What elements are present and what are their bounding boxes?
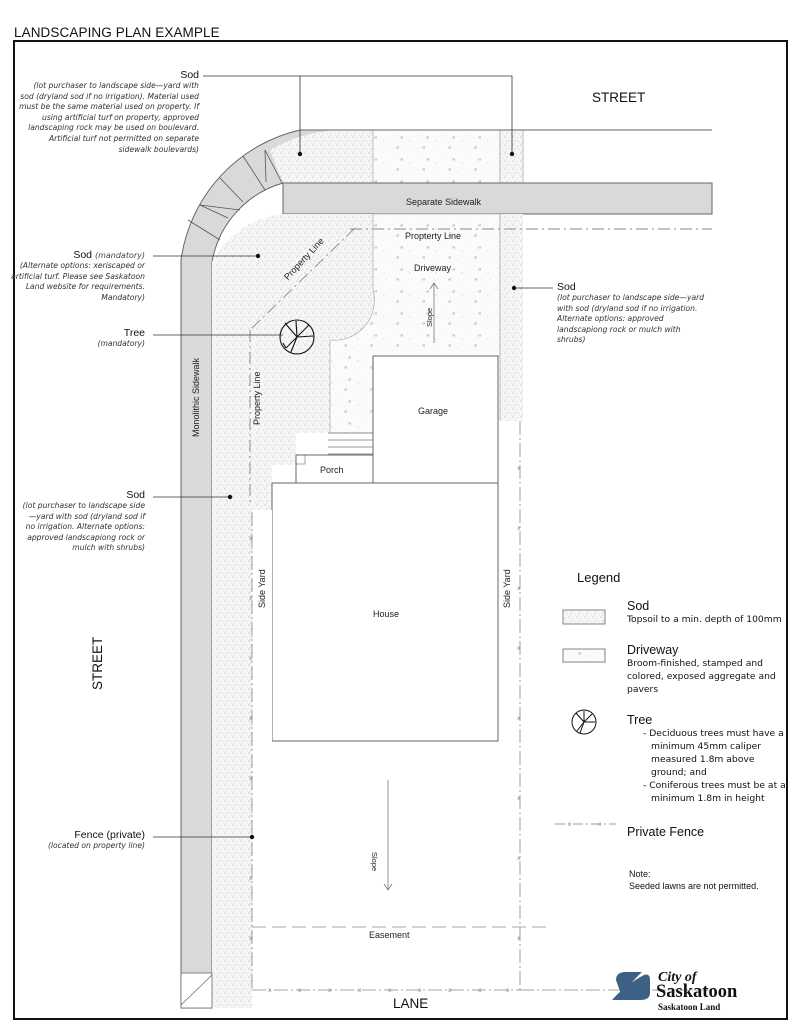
driveway-label: Driveway [414, 263, 452, 273]
legend-tree-icon [571, 709, 597, 735]
drawing-frame [13, 40, 788, 1020]
city-of-saskatoon-logo: City of Saskatoon Saskatoon Land [608, 968, 758, 1013]
legend-bullet: - Deciduous trees must have a minimum 45… [643, 728, 784, 778]
svg-text:x: x [249, 715, 253, 722]
svg-text:x: x [568, 821, 572, 828]
svg-text:x: x [517, 855, 521, 862]
svg-text:x: x [249, 595, 253, 602]
callout-note: (lot purchaser to landscape side—yard wi… [557, 293, 705, 345]
svg-text:x: x [298, 987, 302, 994]
logo-saskatoon: Saskatoon [656, 982, 738, 1002]
monolithic-sidewalk-label: Monolithic Sidewalk [191, 357, 201, 437]
page-title: LANDSCAPING PLAN EXAMPLE [14, 25, 220, 40]
svg-text:x: x [517, 585, 521, 592]
legend-label: Sod [627, 599, 650, 613]
svg-text:x: x [517, 795, 521, 802]
callout-title: Sod [73, 249, 93, 261]
svg-text:x: x [249, 535, 253, 542]
garage [372, 355, 499, 484]
svg-text:x: x [517, 715, 521, 722]
logo-saskatoon-land: Saskatoon Land [658, 1002, 721, 1012]
separate-sidewalk-label: Separate Sidewalk [406, 197, 482, 207]
callout-title: Fence (private) [74, 829, 145, 841]
legend: Legend Sod Topsoil to a min. depth of 10… [555, 570, 790, 847]
city-logo-mark [612, 972, 650, 1000]
svg-text:x: x [517, 935, 521, 942]
tree-symbol [279, 319, 315, 355]
callout-sod-side-right: Sod (lot purchaser to landscape side—yar… [557, 281, 707, 346]
callout-note: (lot purchaser to landscape side—yard wi… [22, 501, 145, 553]
porch [295, 454, 374, 484]
svg-text:x: x [517, 525, 521, 532]
porch-label: Porch [320, 465, 344, 475]
svg-text:x: x [328, 987, 332, 994]
callout-sod-boulevard: Sod (lot purchaser to landscape side—yar… [19, 69, 199, 155]
driveway-slope-label: Slope [425, 307, 434, 327]
legend-title: Legend [577, 570, 621, 585]
legend-label: Tree [627, 713, 653, 727]
logo-city-of: City of [658, 970, 697, 985]
svg-text:x: x [388, 987, 392, 994]
note-block: Note: Seeded lawns are not permitted. [629, 868, 759, 892]
legend-label: Private Fence [627, 825, 705, 839]
callout-sod-mandatory: Sod (mandatory) (Alternate options: xeri… [10, 249, 145, 303]
legend-driveway-swatch [562, 648, 606, 663]
svg-text:x: x [249, 935, 253, 942]
front-yard-sod [212, 214, 375, 510]
easement-label: Easement [369, 930, 410, 940]
callout-note: (Alternate options: xeriscaped or artifi… [11, 261, 145, 302]
legend-sod-swatch [562, 609, 606, 625]
street-top-label: STREET [592, 90, 646, 105]
legend-label: Driveway [627, 643, 679, 657]
legend-item-sod: Sod Topsoil to a min. depth of 100mm [555, 599, 790, 635]
callout-title: Sod [126, 489, 145, 501]
legend-item-tree: Tree - Deciduous trees must have a minim… [555, 713, 790, 817]
svg-text:x: x [448, 987, 452, 994]
street-left-label: STREET [90, 636, 105, 690]
legend-item-driveway: Driveway Broom-finished, stamped and col… [555, 643, 790, 705]
callout-note: (lot purchaser to landscape side—yard wi… [19, 81, 199, 154]
svg-text:x: x [506, 987, 510, 994]
callout-note: (mandatory) [97, 339, 145, 348]
svg-text:x: x [478, 987, 482, 994]
legend-desc: Broom-finished, stamped and colored, exp… [627, 658, 776, 695]
svg-text:x: x [249, 775, 253, 782]
side-yard-left-label: Side Yard [257, 569, 267, 608]
legend-item-fence: Private Fence [555, 825, 790, 839]
note-text: Seeded lawns are not permitted. [629, 881, 759, 891]
callout-sod-side-left: Sod (lot purchaser to landscape side—yar… [17, 489, 145, 554]
side-yard-right-label: Side Yard [502, 569, 512, 608]
svg-text:x: x [418, 987, 422, 994]
callout-title: Sod [180, 69, 199, 81]
svg-text:x: x [268, 987, 272, 994]
boulevard-sod [270, 130, 373, 183]
legend-bullet: - Coniferous trees must be at a minimum … [643, 780, 786, 804]
callout-fence: Fence (private) (located on property lin… [15, 829, 145, 852]
property-line-left-label: Property Line [252, 371, 262, 425]
callout-tree: Tree (mandatory) [45, 327, 145, 350]
legend-fence-line: x x [555, 821, 616, 828]
svg-text:x: x [598, 821, 602, 828]
legend-desc: Topsoil to a min. depth of 100mm [627, 614, 782, 625]
garage-label: Garage [418, 406, 449, 416]
svg-text:x: x [517, 645, 521, 652]
svg-text:x: x [358, 987, 362, 994]
property-line-top-label: Propterty Line [405, 231, 462, 241]
note-heading: Note: [629, 869, 651, 879]
callout-title: Sod [557, 281, 576, 293]
callout-qualifier: (mandatory) [94, 251, 145, 260]
callout-title: Tree [123, 327, 145, 339]
house-label: House [373, 609, 400, 619]
svg-text:x: x [249, 875, 253, 882]
lane-label: LANE [393, 996, 429, 1011]
svg-text:x: x [249, 655, 253, 662]
house [271, 482, 499, 742]
backyard-slope-label: Slope [370, 852, 379, 872]
svg-text:x: x [517, 465, 521, 472]
callout-note: (located on property line) [47, 841, 145, 850]
